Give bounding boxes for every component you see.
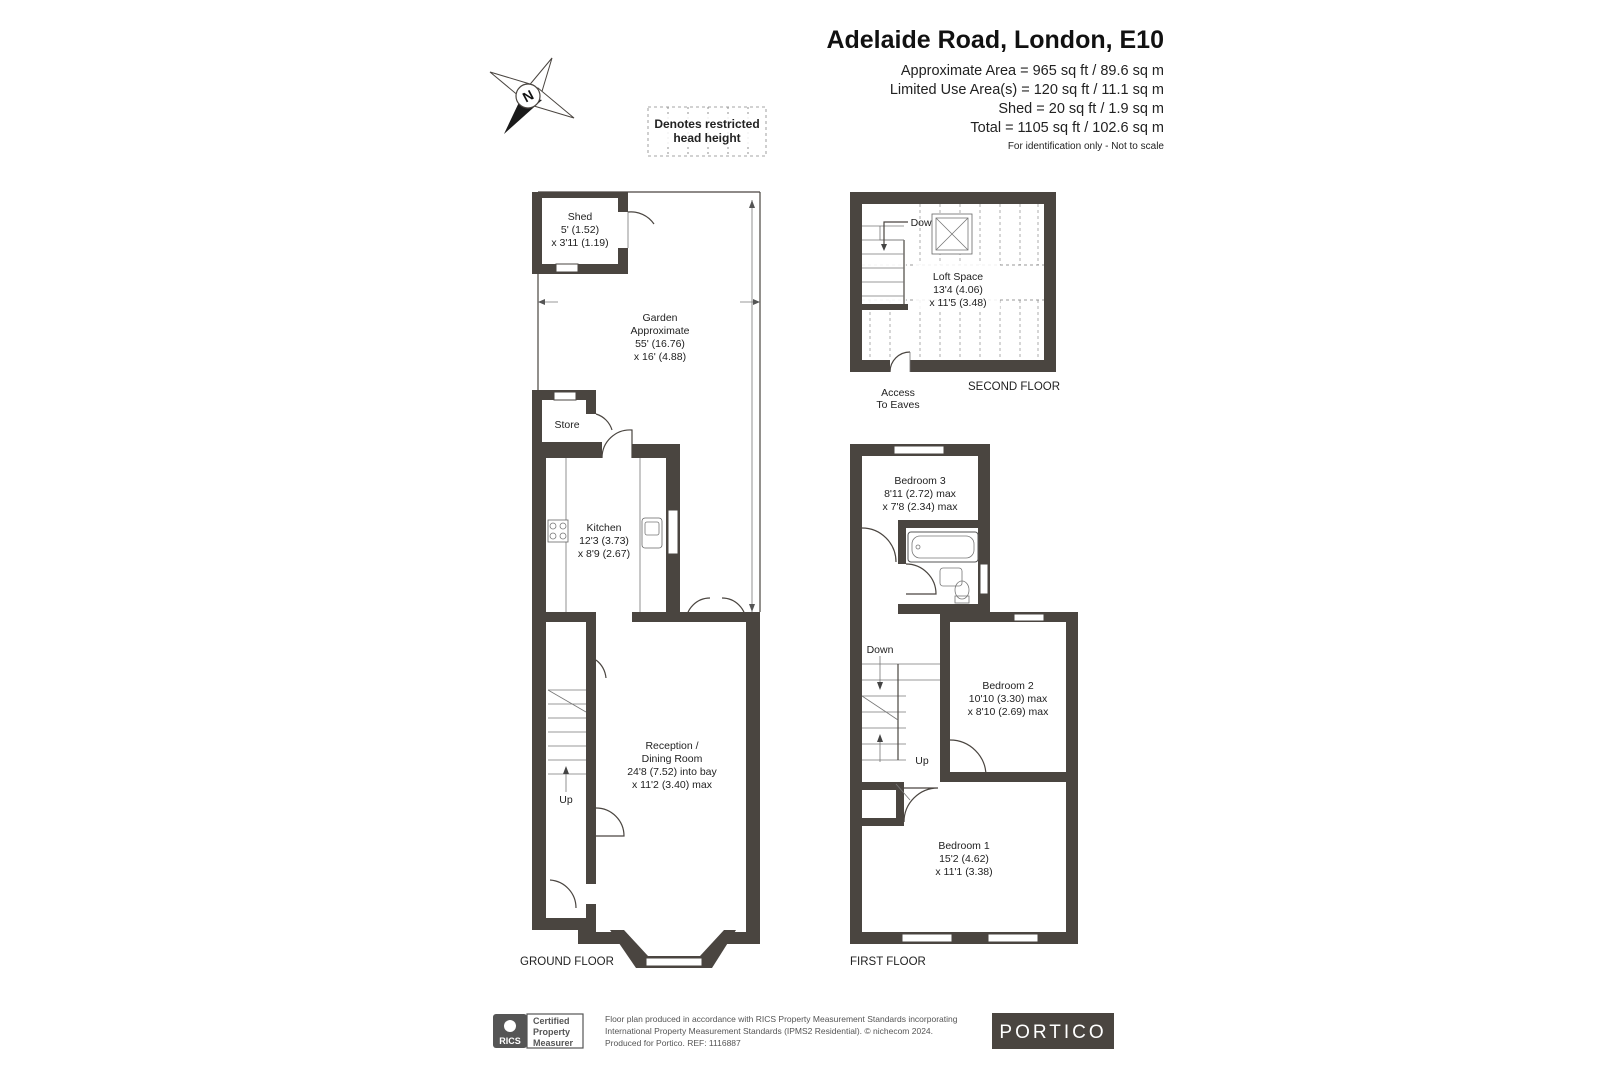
rics-line-1: Certified [533,1016,570,1026]
bedroom3-dim-2: x 7'8 (2.34) max [883,501,959,513]
ground-floor-plan: Shed 5' (1.52) x 3'11 (1.19) Garden Appr… [520,191,761,968]
loft-stairs-down: Down [911,217,938,229]
store-name: Store [554,419,579,431]
first-stairs-down: Down [867,644,894,656]
property-title: Adelaide Road, London, E10 [826,26,1164,54]
bedroom2-dim-2: x 8'10 (2.69) max [968,706,1050,718]
rics-line-2: Property [533,1027,570,1037]
reception-name: Reception / [645,740,698,752]
bedroom2-name: Bedroom 2 [982,680,1034,692]
bedroom1-dim-1: 15'2 (4.62) [939,853,989,865]
kitchen-dim-1: 12'3 (3.73) [579,535,629,547]
area-total: Total = 1105 sq ft / 102.6 sq m [970,120,1164,136]
bedroom1-dim-2: x 11'1 (3.38) [935,866,992,878]
rics-badge: RICS Certified Property Measurer [493,1013,584,1049]
shed-dim-2: x 3'11 (1.19) [551,237,608,249]
second-floor-label: SECOND FLOOR [968,381,1060,393]
bedroom3-name: Bedroom 3 [894,475,946,487]
bedroom2-dim-1: 10'10 (3.30) max [969,693,1048,705]
scale-note: For identification only - Not to scale [1008,141,1165,152]
garden-dim-2: x 16' (4.88) [634,351,686,363]
kitchen-name: Kitchen [586,522,621,534]
loft-name: Loft Space [933,271,983,283]
reception-dim-2: x 11'2 (3.40) max [632,779,713,791]
reception-name-2: Dining Room [642,753,703,765]
ground-floor-label: GROUND FLOOR [520,956,614,968]
ground-stairs-up: Up [559,794,573,806]
bedroom1-name: Bedroom 1 [938,840,990,852]
shed-name: Shed [568,211,593,223]
disclaimer-line-1: Floor plan produced in accordance with R… [605,1014,958,1024]
garden-name-2: Approximate [631,325,690,337]
portico-brand-text: PORTICO [999,1022,1106,1043]
access-eaves-1: Access [881,387,915,399]
access-eaves-2: To Eaves [876,399,919,411]
first-stairs-up: Up [915,755,929,767]
reception-dim-1: 24'8 (7.52) into bay [627,766,717,778]
bedroom3-dim-1: 8'11 (2.72) max [884,488,957,500]
loft-dim-2: x 11'5 (3.48) [929,297,986,309]
portico-logo: PORTICO [992,1013,1114,1049]
compass-icon: N [489,57,575,134]
first-floor-label: FIRST FLOOR [850,956,926,968]
area-limited-use: Limited Use Area(s) = 120 sq ft / 11.1 s… [890,82,1164,98]
disclaimer-line-2: International Property Measurement Stand… [605,1026,933,1036]
area-shed: Shed = 20 sq ft / 1.9 sq m [998,101,1164,117]
first-floor-plan: Down Up Bedroom 3 8'11 (2.72) max x 7'8 … [850,444,1078,968]
rics-line-3: Measurer [533,1038,574,1048]
rics-logo-text: RICS [499,1036,521,1046]
legend-line-1: Denotes restricted [654,117,759,131]
restricted-height-legend: Denotes restricted head height [647,106,767,157]
garden-dim-1: 55' (16.76) [635,338,685,350]
disclaimer-line-3: Produced for Portico. REF: 1116887 [605,1038,741,1048]
loft-dim-1: 13'4 (4.06) [933,284,983,296]
area-approximate: Approximate Area = 965 sq ft / 89.6 sq m [901,63,1164,79]
kitchen-dim-2: x 8'9 (2.67) [578,548,630,560]
shed-dim-1: 5' (1.52) [561,224,599,236]
legend-line-2: head height [673,131,740,145]
second-floor-plan: Down Loft Space 13'4 (4.06) x 11'5 (3.48… [850,192,1060,411]
garden-name: Garden [642,312,677,324]
